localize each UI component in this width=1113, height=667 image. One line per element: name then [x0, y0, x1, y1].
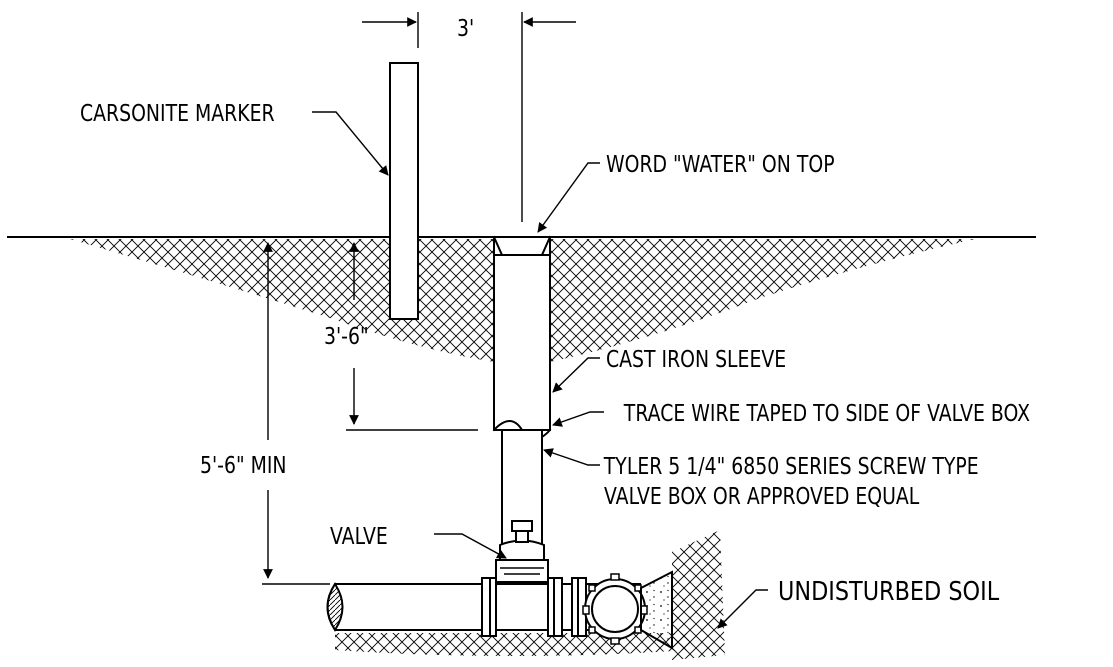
soil-hatch-right	[550, 239, 975, 362]
flange-right-outer	[553, 577, 563, 637]
cast-iron-sleeve	[493, 254, 551, 431]
valve-body	[495, 559, 549, 583]
flange-left-outer	[481, 577, 491, 637]
dim-marker-depth-label: 3'-6"	[324, 322, 369, 349]
carsonite-marker-post	[389, 62, 419, 320]
callout-valve-box-line2: VALVE BOX OR APPROVED EQUAL	[604, 482, 920, 509]
leader-sleeve	[552, 357, 600, 393]
valve-operating-nut	[511, 520, 533, 532]
callout-undisturbed-soil: UNDISTURBED SOIL	[778, 575, 1000, 606]
valve-box-lid-bevel	[492, 235, 552, 257]
callout-cast-iron-sleeve: CAST IRON SLEEVE	[606, 345, 786, 372]
callout-carsonite-marker: CARSONITE MARKER	[80, 99, 275, 126]
callout-valve-box-line1: TYLER 5 1/4" 6850 SERIES SCREW TYPE	[603, 452, 979, 479]
dim-pipe-depth-label: 5'-6" MIN	[200, 451, 287, 478]
leader-word-on-top	[537, 162, 600, 233]
callout-word-water: WORD "WATER" ON TOP	[606, 150, 835, 177]
dim-offset-label: 3'	[457, 14, 474, 41]
bolt-circle	[582, 573, 648, 645]
leader-valve	[434, 533, 507, 559]
soil-hatch-left	[70, 239, 494, 362]
callout-valve: VALVE	[330, 522, 388, 549]
callout-trace-wire: TRACE WIRE TAPED TO SIDE OF VALVE BOX	[623, 399, 1030, 426]
pipe-cross-section-inner	[591, 585, 639, 633]
valve-body-lines	[500, 567, 544, 575]
leader-trace-wire	[552, 411, 604, 427]
soil-hatch-under-pipe	[335, 633, 690, 656]
pipe-break-end	[326, 582, 344, 632]
flange-left-inner	[489, 577, 497, 637]
leader-marker	[312, 111, 389, 176]
leader-valve-box	[543, 448, 600, 466]
undisturbed-soil-block	[672, 530, 725, 660]
valve-box-lid	[493, 236, 551, 256]
valve-bonnet	[499, 539, 545, 561]
concrete-thrust-block	[640, 570, 673, 650]
leader-soil	[717, 589, 768, 629]
